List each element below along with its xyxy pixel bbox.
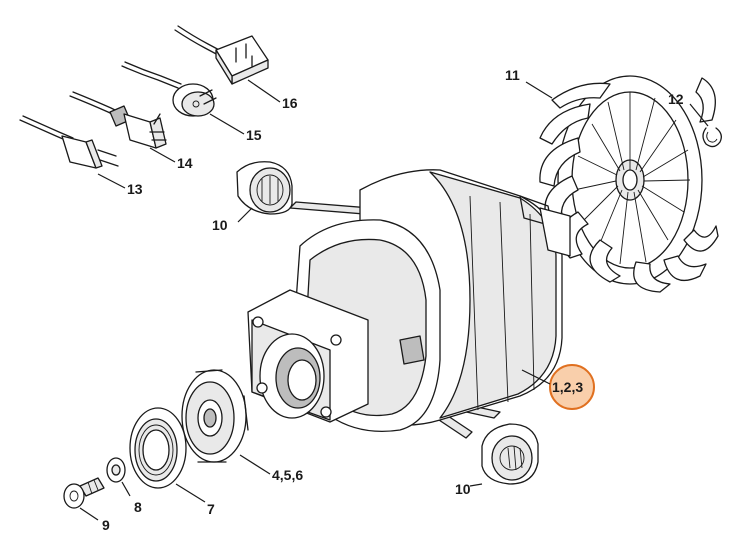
label-7: 7	[207, 501, 215, 517]
leader-12	[689, 103, 709, 127]
label-13: 13	[127, 181, 143, 197]
label-4-5-6: 4,5,6	[272, 467, 303, 483]
highlight-circle-1-2-3	[549, 364, 595, 410]
leader-1-2-3	[521, 369, 551, 385]
leader-14	[149, 147, 176, 163]
knob-10-bottom[interactable]	[481, 423, 539, 485]
label-9: 9	[102, 517, 110, 533]
label-12: 12	[668, 91, 684, 107]
leader-15	[209, 113, 245, 135]
fan-blades	[573, 92, 691, 265]
leader-4-5-6	[239, 454, 271, 475]
label-11: 11	[505, 67, 520, 83]
washer-8[interactable]	[106, 457, 126, 483]
knob-10-top[interactable]	[236, 161, 293, 215]
label-15: 15	[246, 127, 262, 143]
leader-13	[97, 173, 126, 189]
label-1-2-3: 1,2,3	[552, 379, 583, 395]
plug-14[interactable]	[69, 91, 167, 149]
screw-9[interactable]	[63, 477, 105, 509]
label-16: 16	[282, 95, 298, 111]
retaining-clip-12[interactable]	[702, 127, 722, 148]
leader-10-bottom	[469, 483, 483, 487]
label-8: 8	[134, 499, 142, 515]
plug-13[interactable]	[19, 115, 119, 169]
leader-9	[79, 507, 99, 521]
leader-10-top	[237, 207, 253, 223]
bearing-7[interactable]	[129, 407, 187, 489]
plug-15[interactable]	[121, 61, 217, 117]
leader-16	[247, 79, 281, 103]
label-10-bottom: 10	[455, 481, 471, 497]
cooling-fan-11[interactable]	[539, 75, 719, 293]
leader-8	[121, 481, 131, 497]
plug-16[interactable]	[174, 25, 269, 85]
motor-housing-1-2-3[interactable]	[247, 169, 571, 439]
label-10-top: 10	[212, 217, 228, 233]
leader-11	[525, 81, 553, 99]
bearing-assembly-4-5-6[interactable]	[181, 369, 249, 463]
leader-7	[175, 483, 206, 503]
label-14: 14	[177, 155, 193, 171]
